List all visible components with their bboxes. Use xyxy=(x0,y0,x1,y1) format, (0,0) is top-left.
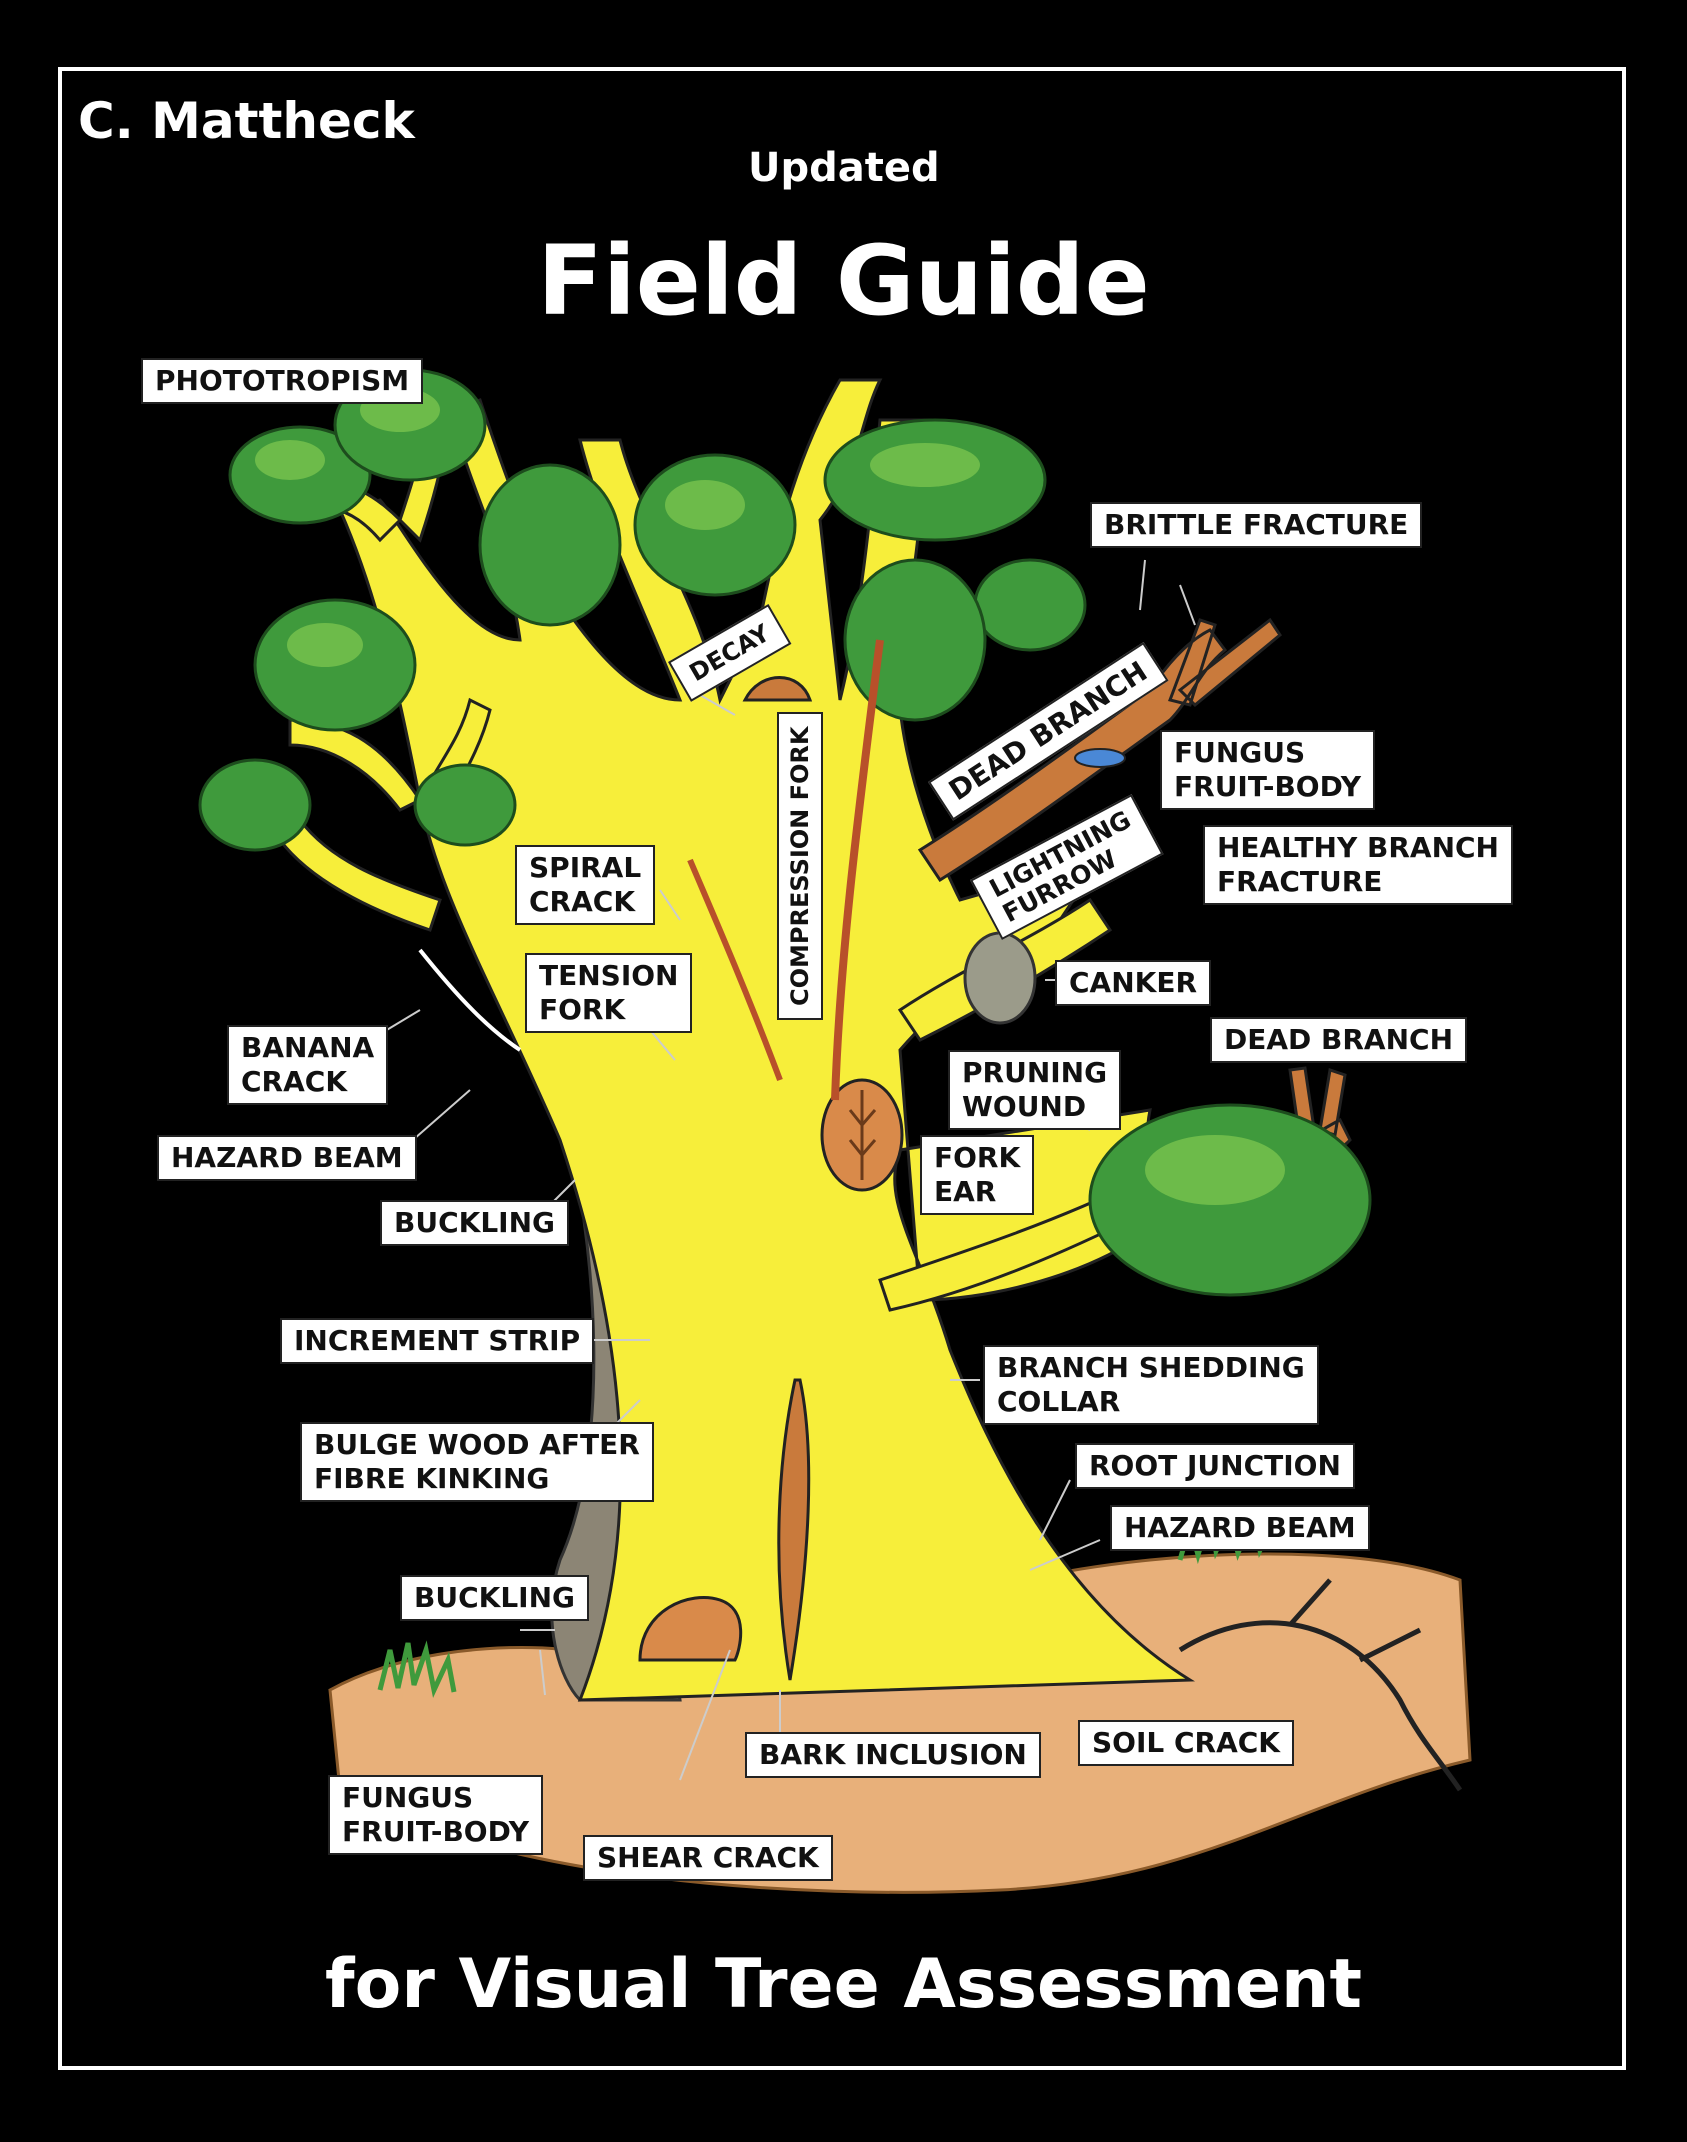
label-increment-strip: INCREMENT STRIP xyxy=(280,1318,595,1364)
label-brittle-fracture: BRITTLE FRACTURE xyxy=(1090,502,1423,548)
compression-fork-line xyxy=(831,639,884,1101)
label-canker: CANKER xyxy=(1055,960,1212,1006)
grass-left xyxy=(377,1640,457,1698)
fungus-lower xyxy=(638,1596,743,1662)
label-bark-inclusion: BARK INCLUSION xyxy=(745,1732,1041,1778)
spiral-crack-line xyxy=(687,858,783,1082)
label-phototropism: PHOTOTROPISM xyxy=(141,358,424,404)
foliage-highlights xyxy=(255,388,1285,1205)
label-root-junction: ROOT JUNCTION xyxy=(1075,1443,1355,1489)
book-title: Field Guide xyxy=(537,225,1150,337)
pruning-wound-vein xyxy=(848,1090,877,1180)
edition-note: Updated xyxy=(748,145,940,191)
soil-crack-line xyxy=(1178,1578,1463,1792)
bark-inclusion-slit xyxy=(777,1378,811,1681)
author-name: C. Mattheck xyxy=(78,92,415,150)
label-dead-branch-right: DEAD BRANCH xyxy=(1210,1017,1468,1063)
label-soil-crack: SOIL CRACK xyxy=(1078,1720,1295,1766)
label-buckling-lower: BUCKLING xyxy=(400,1575,589,1621)
fungus-upper xyxy=(742,676,813,702)
label-hazard-beam-left: HAZARD BEAM xyxy=(157,1135,417,1181)
label-hazard-beam-right: HAZARD BEAM xyxy=(1110,1505,1370,1551)
book-subtitle: for Visual Tree Assessment xyxy=(325,1945,1362,2024)
label-shear-crack: SHEAR CRACK xyxy=(583,1835,833,1881)
label-buckling-upper: BUCKLING xyxy=(380,1200,569,1246)
cover-frame xyxy=(58,67,1626,2070)
label-compression-fork: COMPRESSION FORK xyxy=(777,712,823,1020)
fungus-blue xyxy=(1074,748,1126,768)
banana-crack-line xyxy=(418,948,522,1052)
